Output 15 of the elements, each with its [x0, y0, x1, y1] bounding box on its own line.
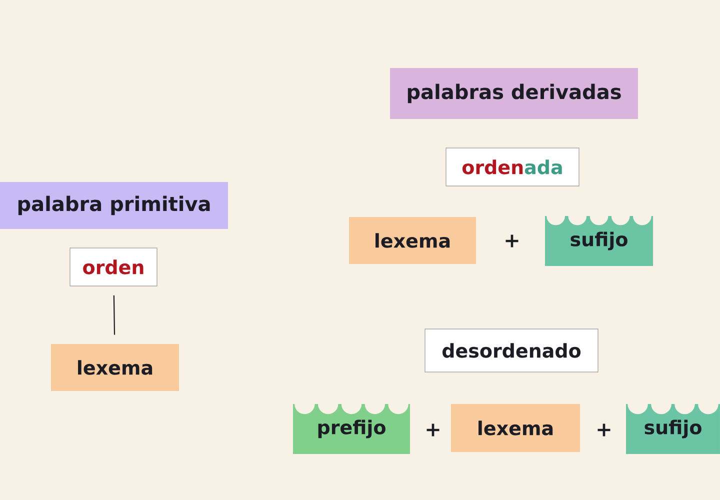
- connector-line: [113, 295, 116, 335]
- scalloped-tab: prefijo: [293, 404, 410, 454]
- word-card: orden: [70, 248, 158, 286]
- scalloped-tab: sufijo: [545, 216, 653, 266]
- plus-sign: +: [426, 424, 440, 436]
- label-box: lexema: [51, 344, 179, 391]
- plus-sign: +: [598, 424, 610, 436]
- label-box: lexema: [349, 217, 476, 264]
- label-box: lexema: [451, 404, 580, 452]
- word-card: desordenado: [424, 328, 598, 372]
- word-card: ordenada: [446, 148, 580, 186]
- scalloped-tab: sufijo: [626, 404, 720, 454]
- heading-banner: palabras derivadas: [390, 68, 638, 119]
- plus-sign: +: [506, 234, 518, 248]
- heading-banner: palabra primitiva: [0, 182, 228, 229]
